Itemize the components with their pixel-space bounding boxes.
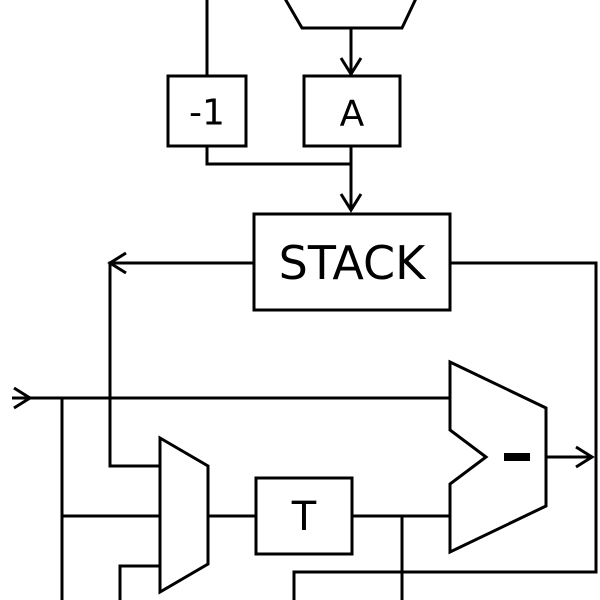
register-t-box bbox=[254, 476, 354, 556]
arrowhead-into-stack bbox=[339, 193, 363, 213]
register-a-box bbox=[302, 74, 402, 148]
stack-label: STACK bbox=[279, 236, 428, 290]
alu-shape bbox=[448, 359, 548, 555]
mux-shape bbox=[158, 435, 210, 595]
arrowhead-stack-left bbox=[107, 251, 127, 275]
alu-minus-sign bbox=[504, 453, 530, 461]
wire-stack-right-bus bbox=[292, 261, 598, 600]
decrement-box bbox=[166, 74, 248, 148]
register-a-label: A bbox=[340, 94, 365, 135]
top-mux-shape bbox=[284, 0, 417, 30]
decrement-label: -1 bbox=[189, 93, 225, 134]
wire-stack-to-left-mux bbox=[108, 261, 254, 468]
arrowhead-input bbox=[13, 386, 33, 410]
stack-box bbox=[252, 212, 452, 312]
wire-lower-input-to-mux bbox=[118, 564, 160, 600]
wire-decrement-to-stack bbox=[205, 146, 351, 166]
arrowhead-into-a bbox=[339, 57, 363, 77]
arrowhead-alu-output bbox=[575, 445, 595, 469]
register-t-label: T bbox=[291, 494, 317, 540]
